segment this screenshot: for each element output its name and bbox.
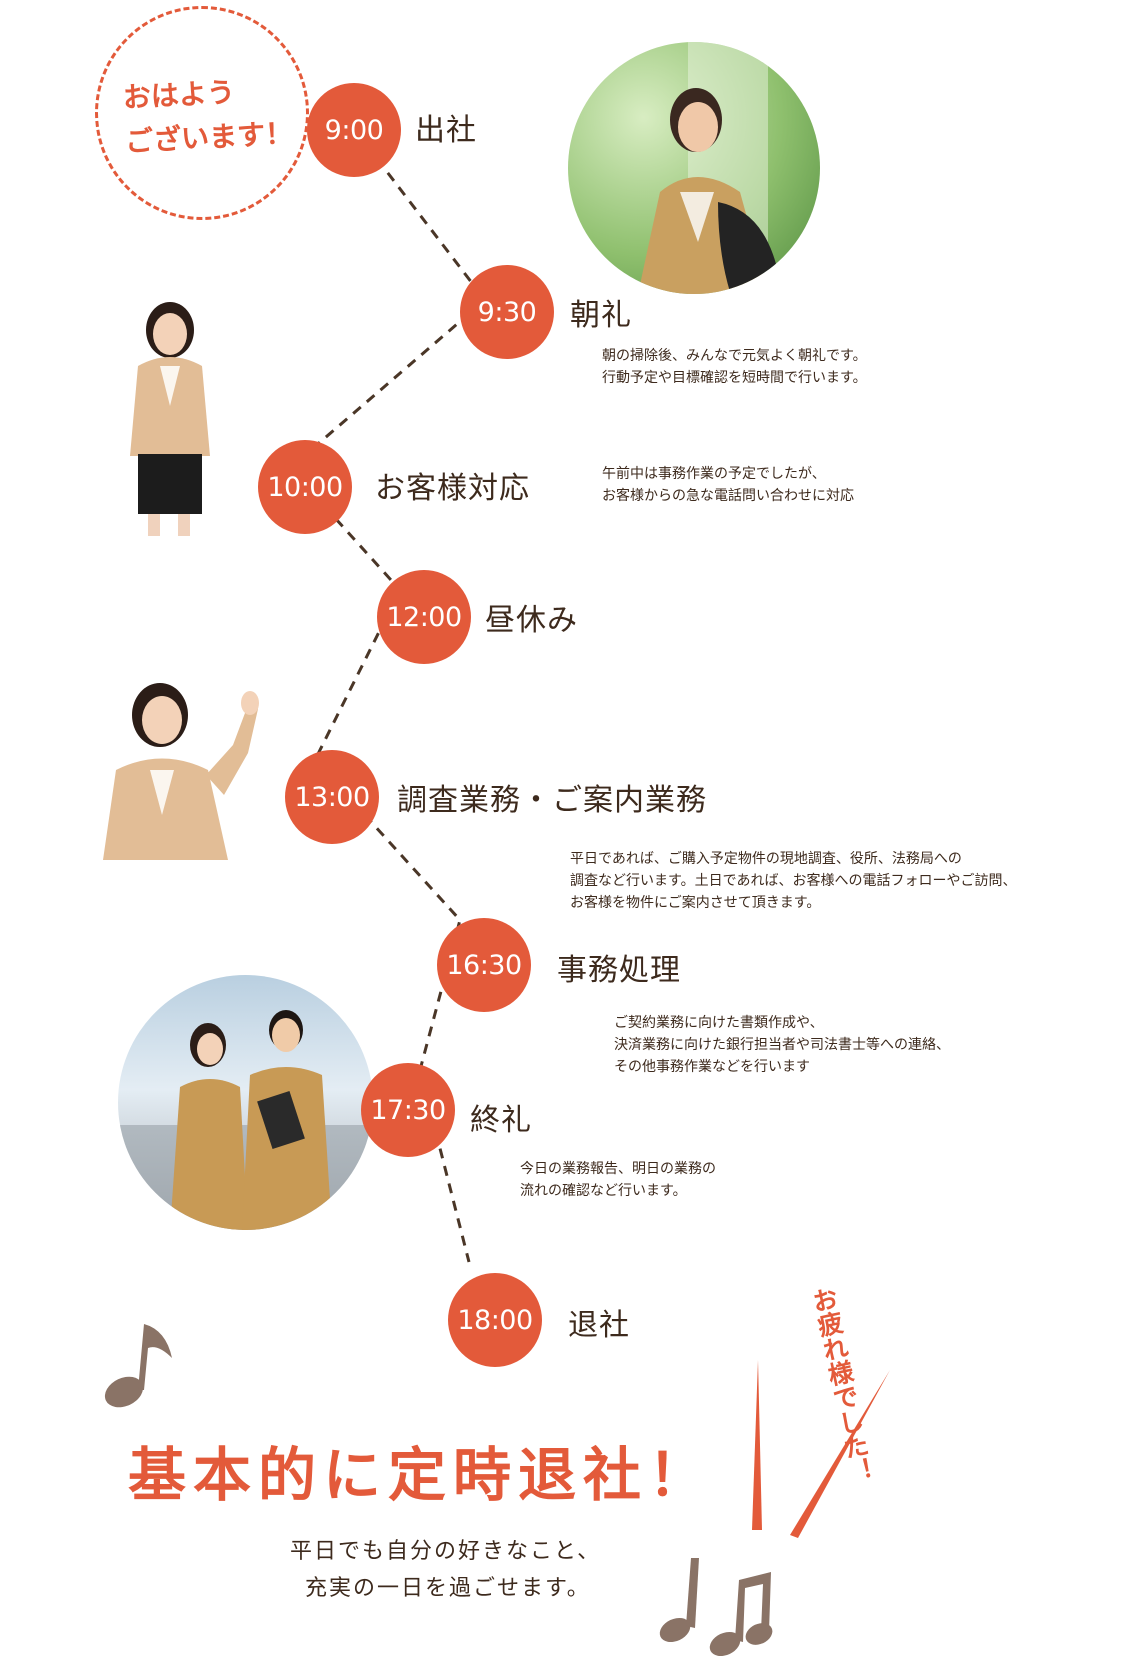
greeting-text: おはよう ございます！ <box>122 68 294 165</box>
emphasis-lines <box>752 1360 890 1538</box>
desc-line: 平日であれば、ご購入予定物件の現地調査、役所、法務局への <box>570 851 962 867</box>
event-desc-0930: 朝の掃除後、みんなで元気よく朝礼です。 行動予定や目標確認を短時間で行います。 <box>602 345 867 389</box>
event-desc-1000: 午前中は事務作業の予定でしたが、 お客様からの急な電話問い合わせに対応 <box>602 463 854 507</box>
time-circle-1630: 16:30 <box>437 918 531 1012</box>
greeting-line-2: ございます！ <box>124 116 294 159</box>
event-title-1200: 昼休み <box>485 603 578 638</box>
desc-line: 流れの確認など行います。 <box>520 1183 687 1199</box>
event-title-1730: 終礼 <box>470 1103 532 1138</box>
double-music-note-icon <box>659 1558 773 1657</box>
event-title-0900: 出社 <box>415 113 477 148</box>
closing-headline: 基本的に定時退社！ <box>128 1441 714 1509</box>
desc-line: 朝の掃除後、みんなで元気よく朝礼です。 <box>602 348 867 364</box>
event-title-1630: 事務処理 <box>557 953 681 988</box>
event-desc-1630: ご契約業務に向けた書類作成や、 決済業務に向けた銀行担当者や司法書士等への連絡、… <box>614 1012 950 1078</box>
staff-photo-presenting <box>98 675 263 860</box>
closing-subline-2: 充実の一日を過ごせます。 <box>305 1576 591 1601</box>
commute-photo <box>568 42 820 294</box>
time-circle-0900: 9:00 <box>307 83 401 177</box>
desc-line: 決済業務に向けた銀行担当者や司法書士等への連絡、 <box>614 1037 950 1053</box>
time-circle-1300: 13:00 <box>285 750 379 844</box>
staff-photo-standing <box>112 296 228 536</box>
desc-line: お客様を物件にご案内させて頂きます。 <box>570 895 821 911</box>
event-title-1000: お客様対応 <box>375 471 530 506</box>
desc-line: その他事務作業などを行います <box>614 1059 810 1075</box>
event-title-1800: 退社 <box>568 1308 630 1343</box>
time-circle-1200: 12:00 <box>377 570 471 664</box>
time-circle-1800: 18:00 <box>448 1273 542 1367</box>
music-note-icon <box>104 1324 172 1408</box>
event-desc-1300: 平日であれば、ご購入予定物件の現地調査、役所、法務局への 調査など行います。土日… <box>570 848 1016 914</box>
greeting-bubble <box>95 6 309 220</box>
desc-line: 行動予定や目標確認を短時間で行います。 <box>602 370 867 386</box>
event-title-1300: 調査業務・ご案内業務 <box>397 783 707 818</box>
desc-line: 今日の業務報告、明日の業務の <box>520 1161 716 1177</box>
desc-line: 午前中は事務作業の予定でしたが、 <box>602 466 826 482</box>
event-title-0930: 朝礼 <box>570 298 632 333</box>
time-circle-1730: 17:30 <box>361 1063 455 1157</box>
desc-line: ご契約業務に向けた書類作成や、 <box>614 1015 824 1031</box>
closing-subline-1: 平日でも自分の好きなこと、 <box>290 1539 602 1564</box>
time-circle-0930: 9:30 <box>460 265 554 359</box>
team-photo <box>118 975 373 1230</box>
event-desc-1730: 今日の業務報告、明日の業務の 流れの確認など行います。 <box>520 1158 716 1202</box>
desc-line: 調査など行います。土日であれば、お客様への電話フォローやご訪問、 <box>570 873 1017 889</box>
desc-line: お客様からの急な電話問い合わせに対応 <box>602 488 854 504</box>
time-circle-1000: 10:00 <box>258 440 352 534</box>
